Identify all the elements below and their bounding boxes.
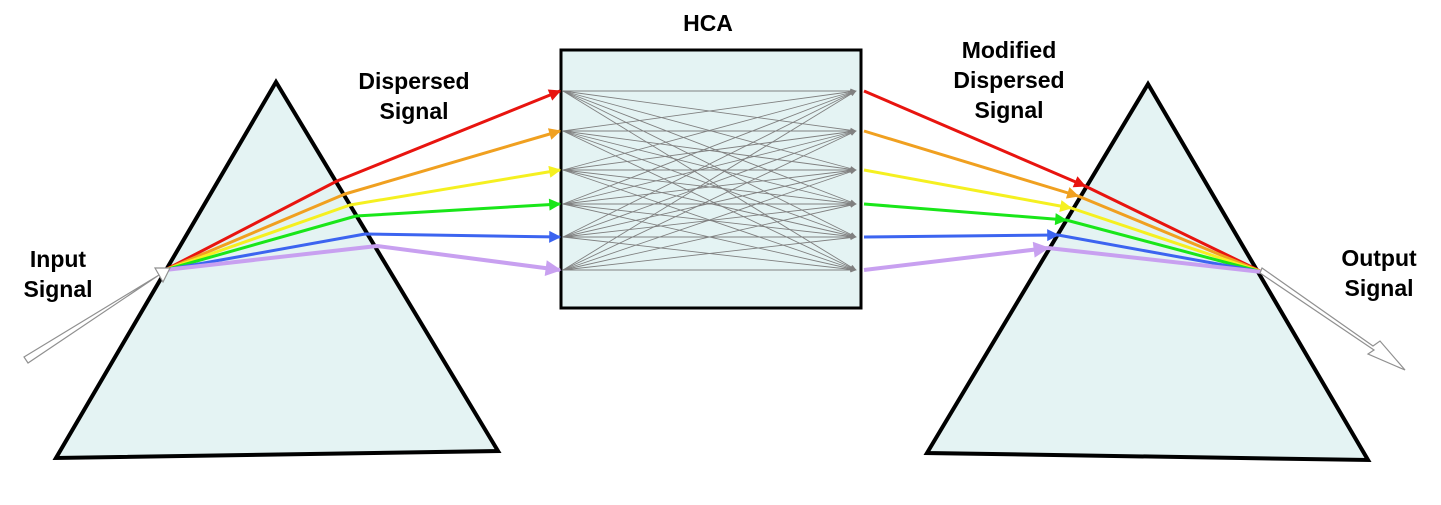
dispersed-beam-yellow — [164, 165, 562, 272]
converging-beam-yellow — [1070, 206, 1263, 274]
modified-beam-red — [863, 89, 1087, 188]
hca-connection — [562, 90, 857, 205]
hca-connection — [562, 129, 857, 205]
modified-beam-green — [863, 202, 1068, 226]
input-signal-arrow — [23, 267, 171, 364]
input-signal-label-line1: Input — [30, 246, 87, 272]
hca-network — [562, 88, 857, 273]
hca-connection — [562, 168, 857, 238]
hca-connection — [562, 90, 857, 171]
input-signal-label-line2: Signal — [23, 276, 92, 302]
hca-connection — [562, 202, 857, 238]
modified-beam-yellow — [863, 168, 1073, 212]
modified-dispersed-signal-label-line1: Modified — [962, 37, 1057, 63]
dispersed-signal-label-line1: Dispersed — [358, 68, 469, 94]
modified-dispersed-signal-label-line3: Signal — [974, 97, 1043, 123]
output-signal-arrow — [1259, 267, 1406, 371]
modified-beam-violet — [863, 241, 1050, 272]
converging-beam-violet — [1047, 246, 1263, 274]
hca-connection — [562, 130, 857, 238]
output-signal-label-line2: Signal — [1344, 275, 1413, 301]
left-prism — [52, 78, 502, 461]
dispersed-beam-orange — [164, 128, 562, 272]
right-prism — [923, 80, 1372, 463]
hca-connection — [562, 168, 857, 205]
dispersed-beam-green — [164, 198, 562, 272]
converging-beam-orange — [1077, 194, 1263, 274]
converging-beam-blue — [1057, 233, 1263, 274]
hca-connection — [562, 129, 857, 171]
converging-beam-green — [1065, 218, 1263, 274]
hca-connection — [562, 130, 857, 271]
dispersed-beam-violet — [164, 244, 562, 277]
hca-connection — [562, 89, 857, 132]
modified-beam-orange — [863, 129, 1080, 199]
hca-label: HCA — [683, 10, 733, 36]
hca-connection — [562, 202, 857, 271]
modified-beam-blue — [863, 229, 1060, 242]
hca-connection — [562, 169, 857, 271]
hca-connection — [562, 235, 857, 271]
hca-connection — [562, 90, 857, 238]
converging-beam-red — [1084, 184, 1263, 274]
modified-dispersed-signal-label-line2: Dispersed — [953, 67, 1064, 93]
dispersed-beams — [164, 89, 1263, 277]
dispersed-beam-red — [164, 89, 562, 272]
dispersed-signal-label-line2: Signal — [379, 98, 448, 124]
hca-connection — [562, 90, 857, 271]
dispersed-beam-blue — [164, 230, 562, 272]
output-signal-label-line1: Output — [1341, 245, 1417, 271]
